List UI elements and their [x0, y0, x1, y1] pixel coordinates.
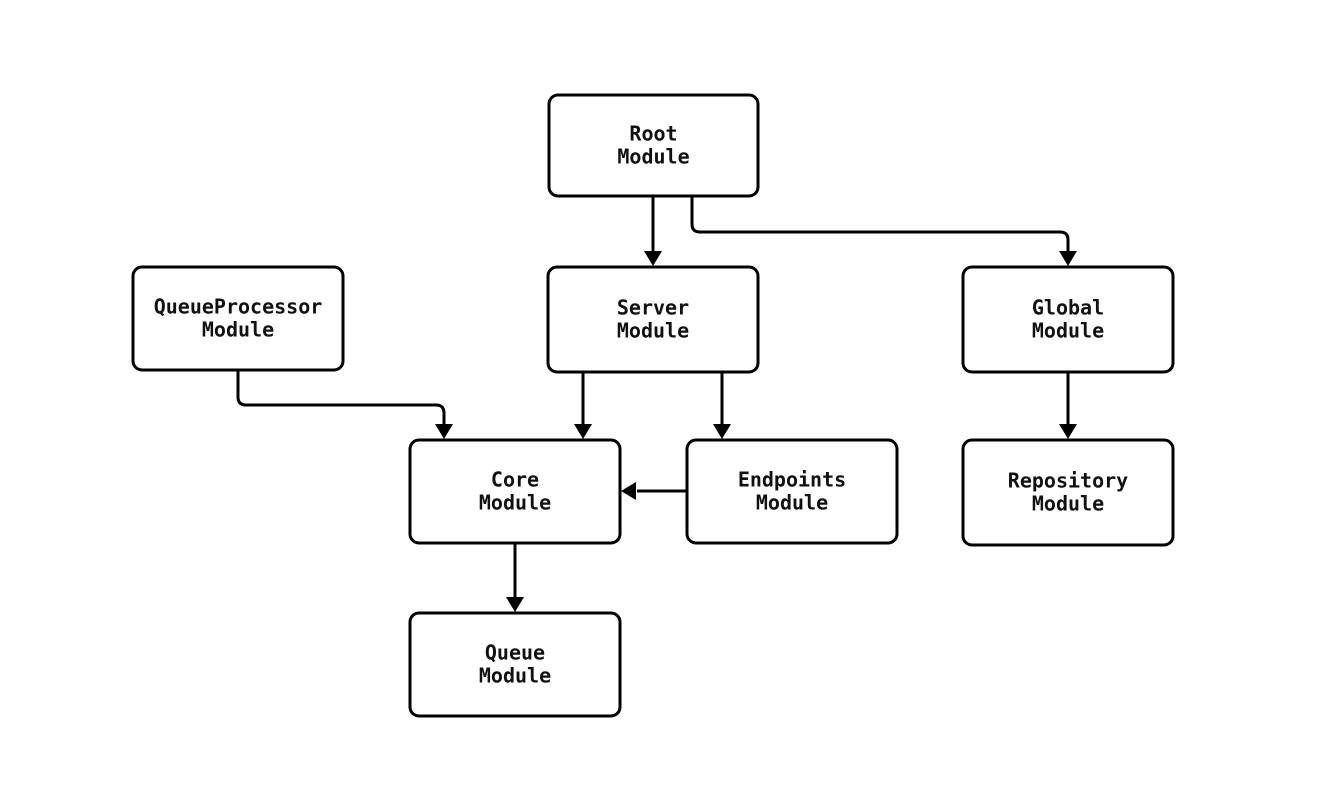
node-box[interactable]: [408, 438, 622, 545]
node-box[interactable]: [685, 438, 899, 545]
node-box[interactable]: [131, 265, 345, 372]
edge-line: [236, 370, 446, 424]
node-label-line1: Root: [629, 121, 677, 145]
node-label-line1: Core: [491, 467, 539, 491]
edge-server-to-endpoints: [713, 372, 731, 439]
node-label-line2: Module: [1032, 491, 1104, 515]
arrowhead-icon: [506, 597, 524, 612]
edges-layer: [236, 196, 1077, 612]
arrowhead-icon: [435, 424, 453, 439]
node-label-line2: Module: [617, 144, 689, 168]
arrowhead-icon: [1059, 251, 1077, 266]
node-label-line2: Module: [202, 317, 274, 341]
arrowhead-icon: [644, 251, 662, 266]
node-label-line2: Module: [756, 490, 828, 514]
edge-root-to-global: [690, 196, 1077, 266]
node-label-line2: Module: [479, 490, 551, 514]
arrowhead-icon: [574, 424, 592, 439]
edge-server-to-core: [574, 372, 592, 439]
arrowhead-icon: [713, 424, 731, 439]
node-label-line2: Module: [479, 663, 551, 687]
node-label-line1: Endpoints: [738, 467, 846, 491]
arrowhead-icon: [1059, 424, 1077, 439]
edge-core-to-queue: [506, 543, 524, 612]
node-label-line1: Queue: [485, 640, 545, 664]
node-box[interactable]: [547, 93, 760, 198]
node-label-line1: QueueProcessor: [154, 294, 323, 318]
edge-root-to-server: [644, 196, 662, 266]
node-label-line1: Server: [617, 295, 689, 319]
node-box[interactable]: [546, 265, 760, 374]
edge-endpoints-to-core: [621, 482, 687, 500]
node-label-line2: Module: [617, 318, 689, 342]
node-box[interactable]: [408, 611, 622, 718]
node-box[interactable]: [961, 438, 1175, 547]
edge-global-to-repository: [1059, 372, 1077, 439]
node-label-line1: Global: [1032, 295, 1104, 319]
node-label-line2: Module: [1032, 318, 1104, 342]
edge-queueprocessor-to-core: [236, 370, 453, 439]
edge-line: [690, 196, 1070, 251]
node-box[interactable]: [961, 265, 1175, 374]
arrowhead-icon: [621, 482, 636, 500]
node-label-line1: Repository: [1008, 468, 1128, 492]
